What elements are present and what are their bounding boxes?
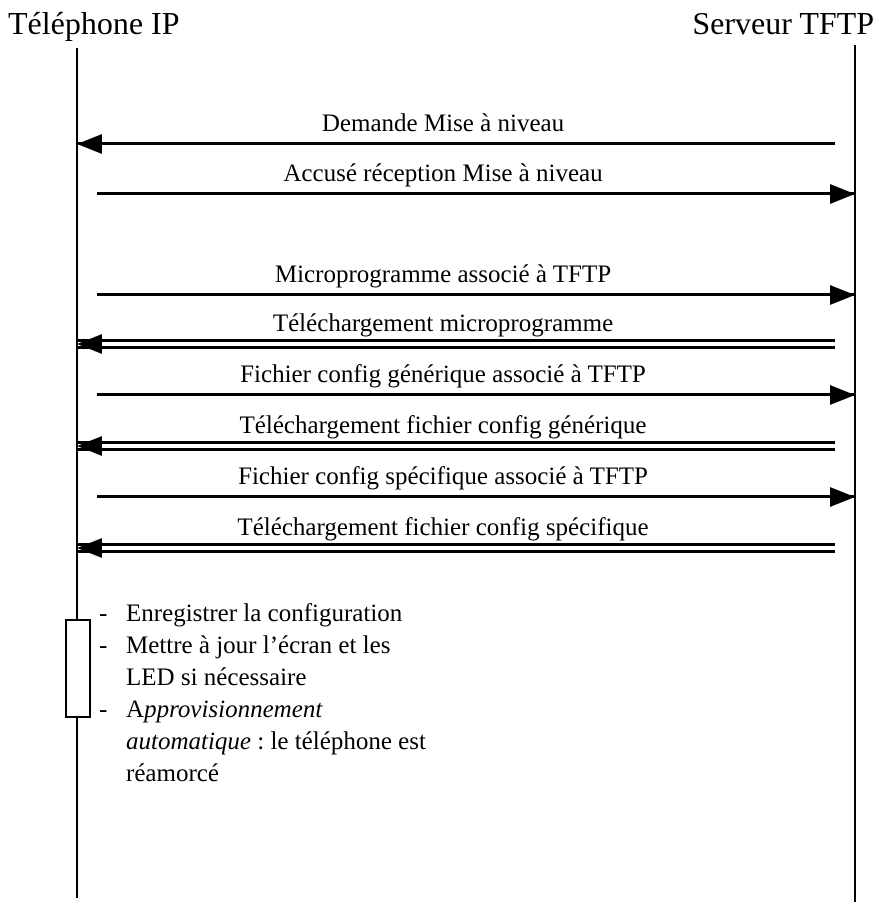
- note-list: - Enregistrer la configuration - Mettre …: [99, 598, 479, 790]
- actor-label-telephone-ip: Téléphone IP: [8, 5, 180, 41]
- arrowhead-right-icon: [830, 285, 855, 305]
- activation-box: [65, 619, 91, 718]
- arrow-shaft: [97, 495, 855, 498]
- note-item-mettre-a-jour: - Mettre à jour l’écran et les LED si né…: [99, 630, 479, 694]
- dash-marker: -: [99, 632, 108, 659]
- message-fichier-config-specifique: Fichier config spécifique associé à TFTP: [77, 463, 855, 509]
- message-label: Accusé réception Mise à niveau: [283, 160, 603, 187]
- note-text: automatique : le téléphone est: [126, 728, 426, 755]
- message-accuse-reception: Accusé réception Mise à niveau: [77, 160, 855, 206]
- message-telechargement-config-specifique: Téléchargement fichier config spécifique: [77, 514, 855, 560]
- arrow-shaft: [77, 142, 835, 145]
- message-label: Téléchargement microprogramme: [272, 310, 614, 337]
- arrowhead-right-icon: [830, 184, 855, 204]
- arrowhead-left-icon: [77, 436, 102, 456]
- lifeline-telephone-ip: [76, 48, 78, 898]
- note-item-enregistrer: - Enregistrer la configuration: [99, 598, 479, 630]
- arrow-shaft: [97, 393, 855, 396]
- message-label: Fichier config générique associé à TFTP: [240, 361, 646, 388]
- arrow-shaft: [97, 293, 855, 296]
- dash-marker: -: [99, 600, 108, 627]
- note-item-approvisionnement: - Approvisionnement automatique : le tél…: [99, 694, 479, 790]
- note-text: Approvisionnement: [126, 696, 323, 723]
- lifeline-serveur-tftp: [854, 45, 856, 902]
- message-label: Fichier config spécifique associé à TFTP: [238, 463, 648, 490]
- message-telechargement-config-generique: Téléchargement fichier config générique: [77, 412, 855, 458]
- arrow-shaft-double: [77, 543, 835, 553]
- arrowhead-right-icon: [830, 385, 855, 405]
- message-demande-mise-a-niveau: Demande Mise à niveau: [77, 110, 855, 156]
- message-microprogramme-tftp: Microprogramme associé à TFTP: [77, 261, 855, 307]
- arrowhead-left-icon: [77, 538, 102, 558]
- message-label: Demande Mise à niveau: [321, 110, 565, 137]
- message-fichier-config-generique: Fichier config générique associé à TFTP: [77, 361, 855, 407]
- note-text: Enregistrer la configuration: [126, 600, 403, 627]
- actor-label-serveur-tftp: Serveur TFTP: [692, 5, 874, 41]
- note-text: LED si nécessaire: [126, 664, 307, 691]
- note-text: Mettre à jour l’écran et les: [126, 632, 391, 659]
- message-label: Téléchargement fichier config générique: [239, 412, 647, 439]
- arrowhead-left-icon: [77, 334, 102, 354]
- note-text: réamorcé: [126, 760, 219, 787]
- arrow-shaft: [97, 192, 855, 195]
- arrowhead-left-icon: [77, 134, 102, 154]
- dash-marker: -: [99, 696, 108, 723]
- arrowhead-right-icon: [830, 487, 855, 507]
- message-label: Téléchargement fichier config spécifique: [237, 514, 649, 541]
- arrow-shaft-double: [77, 441, 835, 451]
- arrow-shaft-double: [77, 339, 835, 349]
- message-label: Microprogramme associé à TFTP: [274, 261, 612, 288]
- message-telechargement-microprogramme: Téléchargement microprogramme: [77, 310, 855, 356]
